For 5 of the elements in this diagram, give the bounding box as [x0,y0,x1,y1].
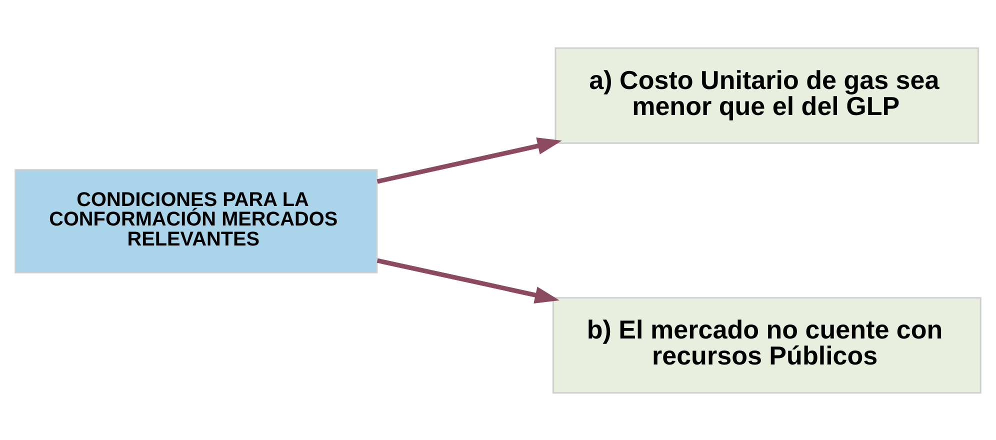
node-box: CONDICIONES PARA LA CONFORMACIÓN MERCADOS RELEVANTES [14,168,378,273]
arrow [376,137,562,184]
node-box: b) El mercado no cuente con recursos Públicos [552,296,982,394]
arrow [376,258,560,303]
node-box: a) Costo Unitario de gas sea menor que el del GLP [554,46,980,144]
